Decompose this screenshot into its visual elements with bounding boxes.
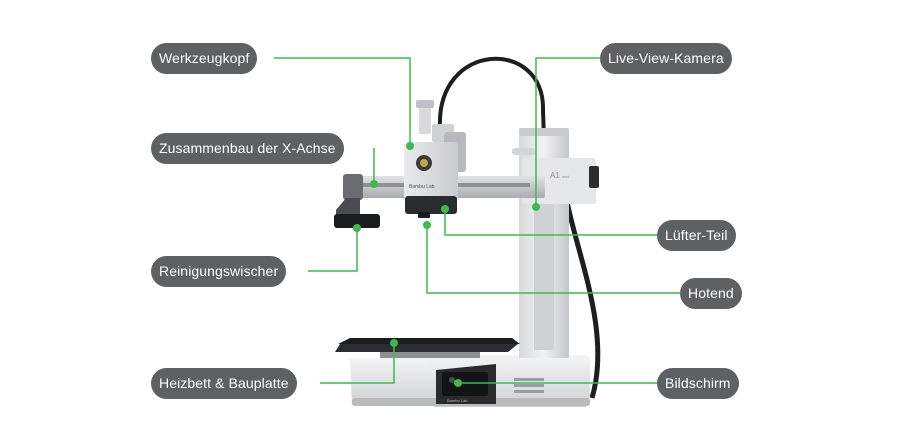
label-bildschirm: Bildschirm xyxy=(657,368,739,399)
dot-luefter xyxy=(441,205,449,213)
callout-line-heizbett xyxy=(320,343,395,384)
base-vent-2 xyxy=(514,384,544,387)
label-hotend: Hotend xyxy=(680,278,742,309)
head-body xyxy=(404,142,458,200)
callout-dots xyxy=(353,142,540,387)
x-rail-end xyxy=(343,174,363,200)
z-column-slot xyxy=(534,200,554,350)
label-x-achse: Zusammenbau der X-Achse xyxy=(151,133,344,164)
label-werkzeugkopf: Werkzeugkopf xyxy=(151,43,258,74)
z-column-top xyxy=(519,128,569,136)
head-brand-text: Bambu Lab xyxy=(409,184,435,190)
callout-line-kamera xyxy=(535,57,600,207)
dot-bildschirm xyxy=(454,379,462,387)
callout-line-group xyxy=(274,57,680,384)
screen-logo xyxy=(449,377,455,383)
head-tube xyxy=(419,104,431,134)
dot-x-achse xyxy=(370,180,378,188)
base-vent xyxy=(514,378,544,381)
callout-line-werkzeugkopf xyxy=(274,57,411,146)
model-suffix-text: mini xyxy=(562,174,569,179)
model-text: A1 xyxy=(550,171,560,180)
callout-line-luefter xyxy=(444,209,657,236)
dot-kamera xyxy=(532,203,540,211)
head-tube-cap xyxy=(416,100,434,108)
z-handle xyxy=(512,148,536,155)
cable-rear xyxy=(563,195,601,399)
z-carriage-dark xyxy=(589,166,599,188)
callout-line-wischer xyxy=(308,228,358,272)
base-vent-3 xyxy=(514,390,544,393)
dot-werkzeugkopf xyxy=(406,142,414,150)
bed-support xyxy=(380,352,480,358)
screen-brand-text: Bambu Lab xyxy=(447,398,468,403)
head-extruder-core xyxy=(420,159,428,167)
cable xyxy=(437,56,547,169)
head-nozzle xyxy=(418,212,430,218)
bed-surface xyxy=(338,338,520,344)
label-luefter: Lüfter-Teil xyxy=(657,220,736,251)
label-kamera: Live-View-Kamera xyxy=(600,43,732,74)
callout-line-hotend xyxy=(426,225,680,294)
dot-heizbett xyxy=(390,339,398,347)
label-heizbett: Heizbett & Bauplatte xyxy=(151,368,297,399)
dot-hotend xyxy=(423,221,431,229)
bed-plate xyxy=(335,344,518,352)
dot-wischer xyxy=(353,224,361,232)
label-wischer: Reinigungswischer xyxy=(151,256,287,287)
wiper-block xyxy=(334,214,380,228)
